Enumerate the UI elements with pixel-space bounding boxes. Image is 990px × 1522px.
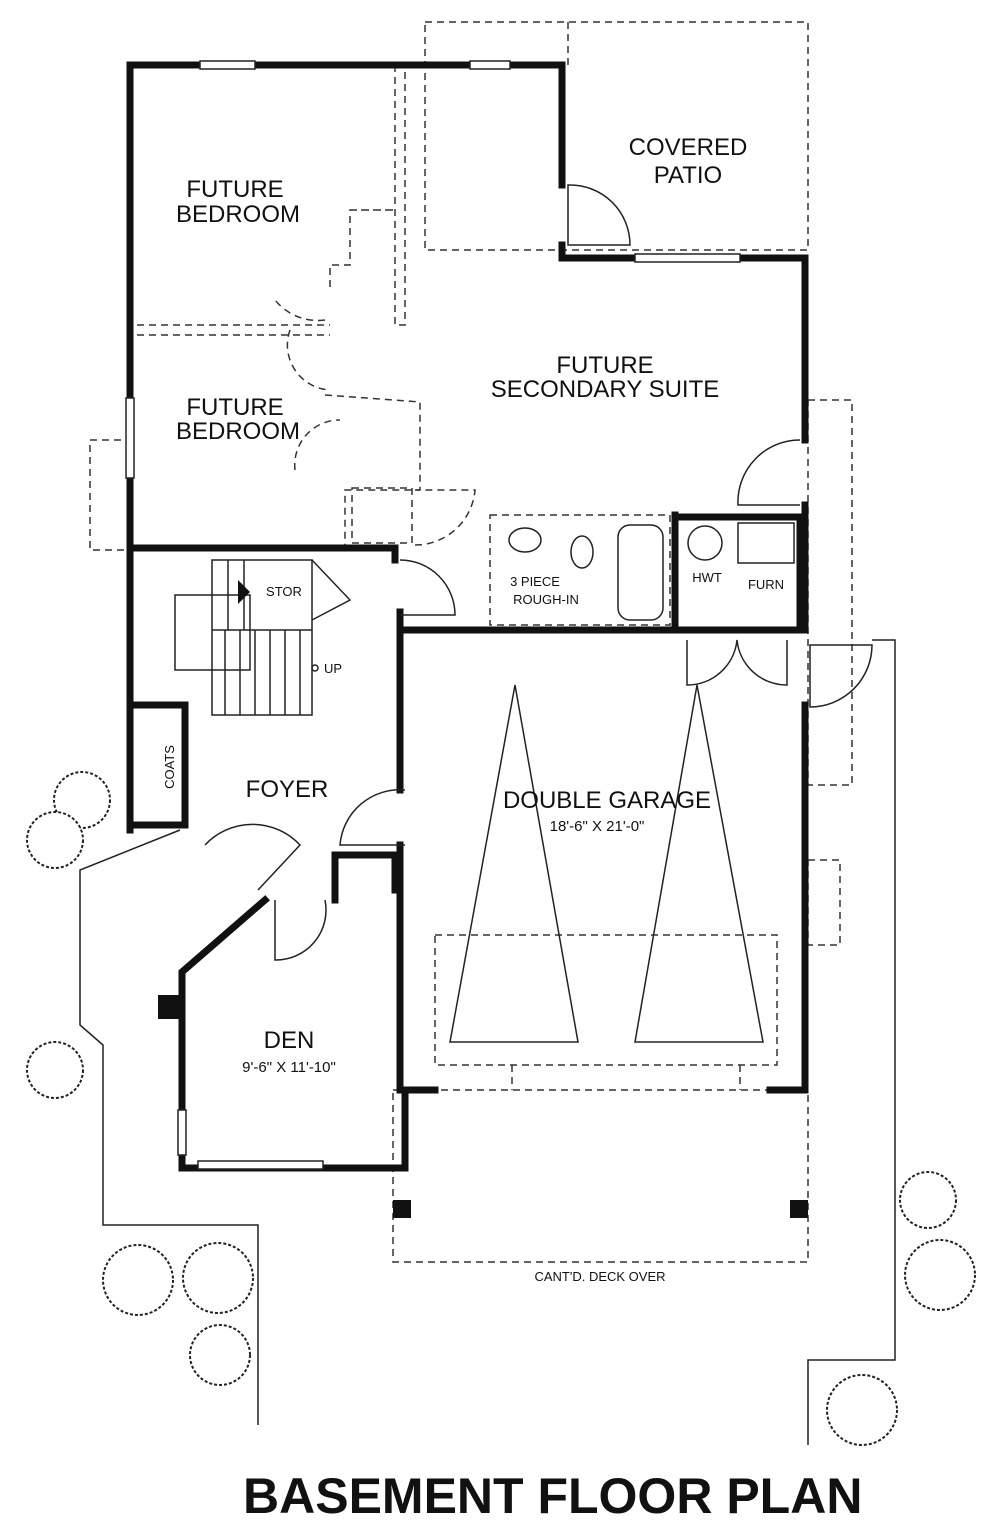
storage-label: STOR bbox=[266, 584, 302, 599]
deck-outline bbox=[392, 1089, 809, 1263]
door-swing bbox=[274, 299, 326, 322]
furnace-label: FURN bbox=[748, 577, 784, 592]
bath-label-2: ROUGH-IN bbox=[513, 592, 579, 607]
covered-patio-label-1: COVERED bbox=[629, 134, 748, 161]
bath-label-1: 3 PIECE bbox=[510, 574, 560, 589]
door-swing bbox=[414, 489, 476, 546]
water-heater-icon bbox=[687, 525, 723, 561]
site-line-left bbox=[79, 829, 259, 1425]
closet bbox=[351, 487, 413, 544]
tub-icon bbox=[617, 524, 664, 621]
window bbox=[634, 253, 741, 263]
bedroom-lower-label-2: BEDROOM bbox=[176, 418, 300, 445]
garage-size: 18'-6" X 21'-0" bbox=[550, 818, 645, 835]
window bbox=[125, 397, 135, 479]
bay-outline bbox=[89, 439, 131, 551]
door-swing bbox=[286, 329, 331, 391]
stairs-up-label: UP bbox=[324, 661, 342, 676]
suite-label-2: SECONDARY SUITE bbox=[491, 376, 720, 403]
window bbox=[197, 1160, 324, 1170]
furnace-icon bbox=[737, 522, 795, 564]
sink-icon bbox=[508, 527, 542, 553]
bedroom-upper-label-1: FUTURE bbox=[186, 176, 283, 203]
bedroom-upper-label-2: BEDROOM bbox=[176, 201, 300, 228]
plan-title: BASEMENT FLOOR PLAN bbox=[243, 1468, 862, 1522]
den-size: 9'-6" X 11'-10" bbox=[242, 1059, 336, 1076]
stair-arrow-icon bbox=[238, 580, 250, 604]
car-outline bbox=[634, 684, 764, 1043]
toilet-icon bbox=[570, 535, 594, 569]
doors bbox=[204, 184, 873, 961]
garage-door-outline bbox=[434, 934, 778, 1066]
coats-label: COATS bbox=[162, 745, 177, 789]
foyer-label: FOYER bbox=[246, 776, 329, 803]
deck-label: CANT'D. DECK OVER bbox=[534, 1269, 665, 1284]
right-bump-outline bbox=[807, 399, 853, 786]
window bbox=[469, 60, 511, 70]
bath-outline bbox=[489, 514, 671, 626]
closet-wall bbox=[329, 209, 395, 290]
bedroom-lower-label-1: FUTURE bbox=[186, 394, 283, 421]
car-outline bbox=[449, 684, 579, 1043]
covered-patio-outline bbox=[424, 21, 809, 251]
window bbox=[199, 60, 256, 70]
door-swing bbox=[293, 419, 341, 471]
hwt-label: HWT bbox=[692, 570, 722, 585]
window bbox=[177, 1109, 187, 1156]
garage-label: DOUBLE GARAGE bbox=[503, 787, 711, 814]
trees bbox=[26, 771, 976, 1446]
suite-label-1: FUTURE bbox=[556, 352, 653, 379]
staircase bbox=[174, 559, 352, 716]
den-label: DEN bbox=[264, 1027, 315, 1054]
covered-patio-label-2: PATIO bbox=[654, 162, 722, 189]
closet-wall bbox=[394, 65, 406, 326]
walls bbox=[126, 61, 809, 1218]
right-bump-outline-2 bbox=[807, 859, 841, 946]
closet-wall bbox=[324, 394, 421, 545]
site-line-right bbox=[807, 639, 896, 1445]
